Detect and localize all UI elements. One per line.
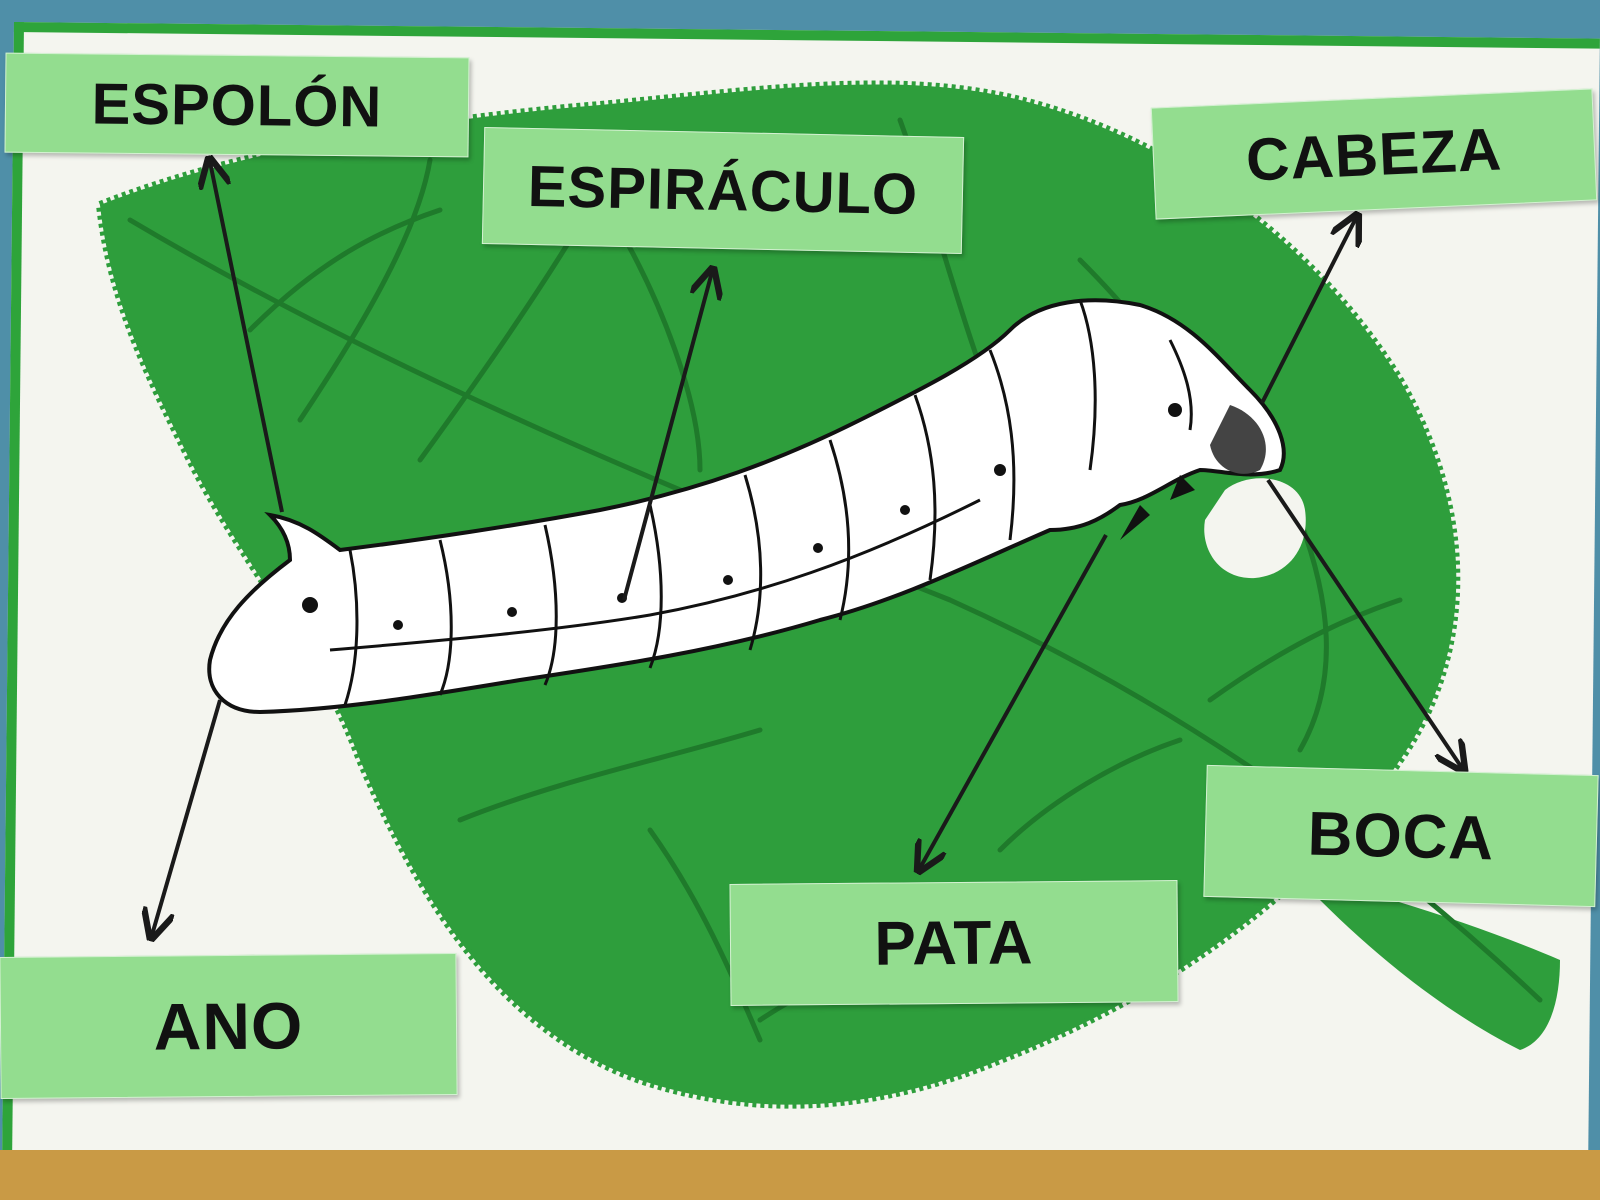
arrow-espiraculo — [622, 272, 712, 601]
label-boca: BOCA — [1203, 764, 1599, 908]
label-cabeza: CABEZA — [1150, 88, 1598, 220]
arrow-cabeza — [1260, 218, 1356, 404]
pointer-arrows — [152, 162, 1462, 935]
arrow-boca — [1266, 478, 1462, 768]
arrow-pata — [920, 534, 1108, 868]
label-ano: ANO — [0, 953, 458, 1099]
table-edge — [0, 1150, 1600, 1200]
arrow-ano — [152, 699, 222, 935]
label-espiraculo: ESPIRÁCULO — [481, 126, 965, 255]
silkworm-illustration — [207, 298, 1286, 715]
label-pata: PATA — [729, 880, 1179, 1006]
leaf-bite-hole — [1204, 478, 1306, 579]
label-espolon: ESPOLÓN — [4, 52, 470, 158]
arrow-espolon — [210, 162, 284, 513]
